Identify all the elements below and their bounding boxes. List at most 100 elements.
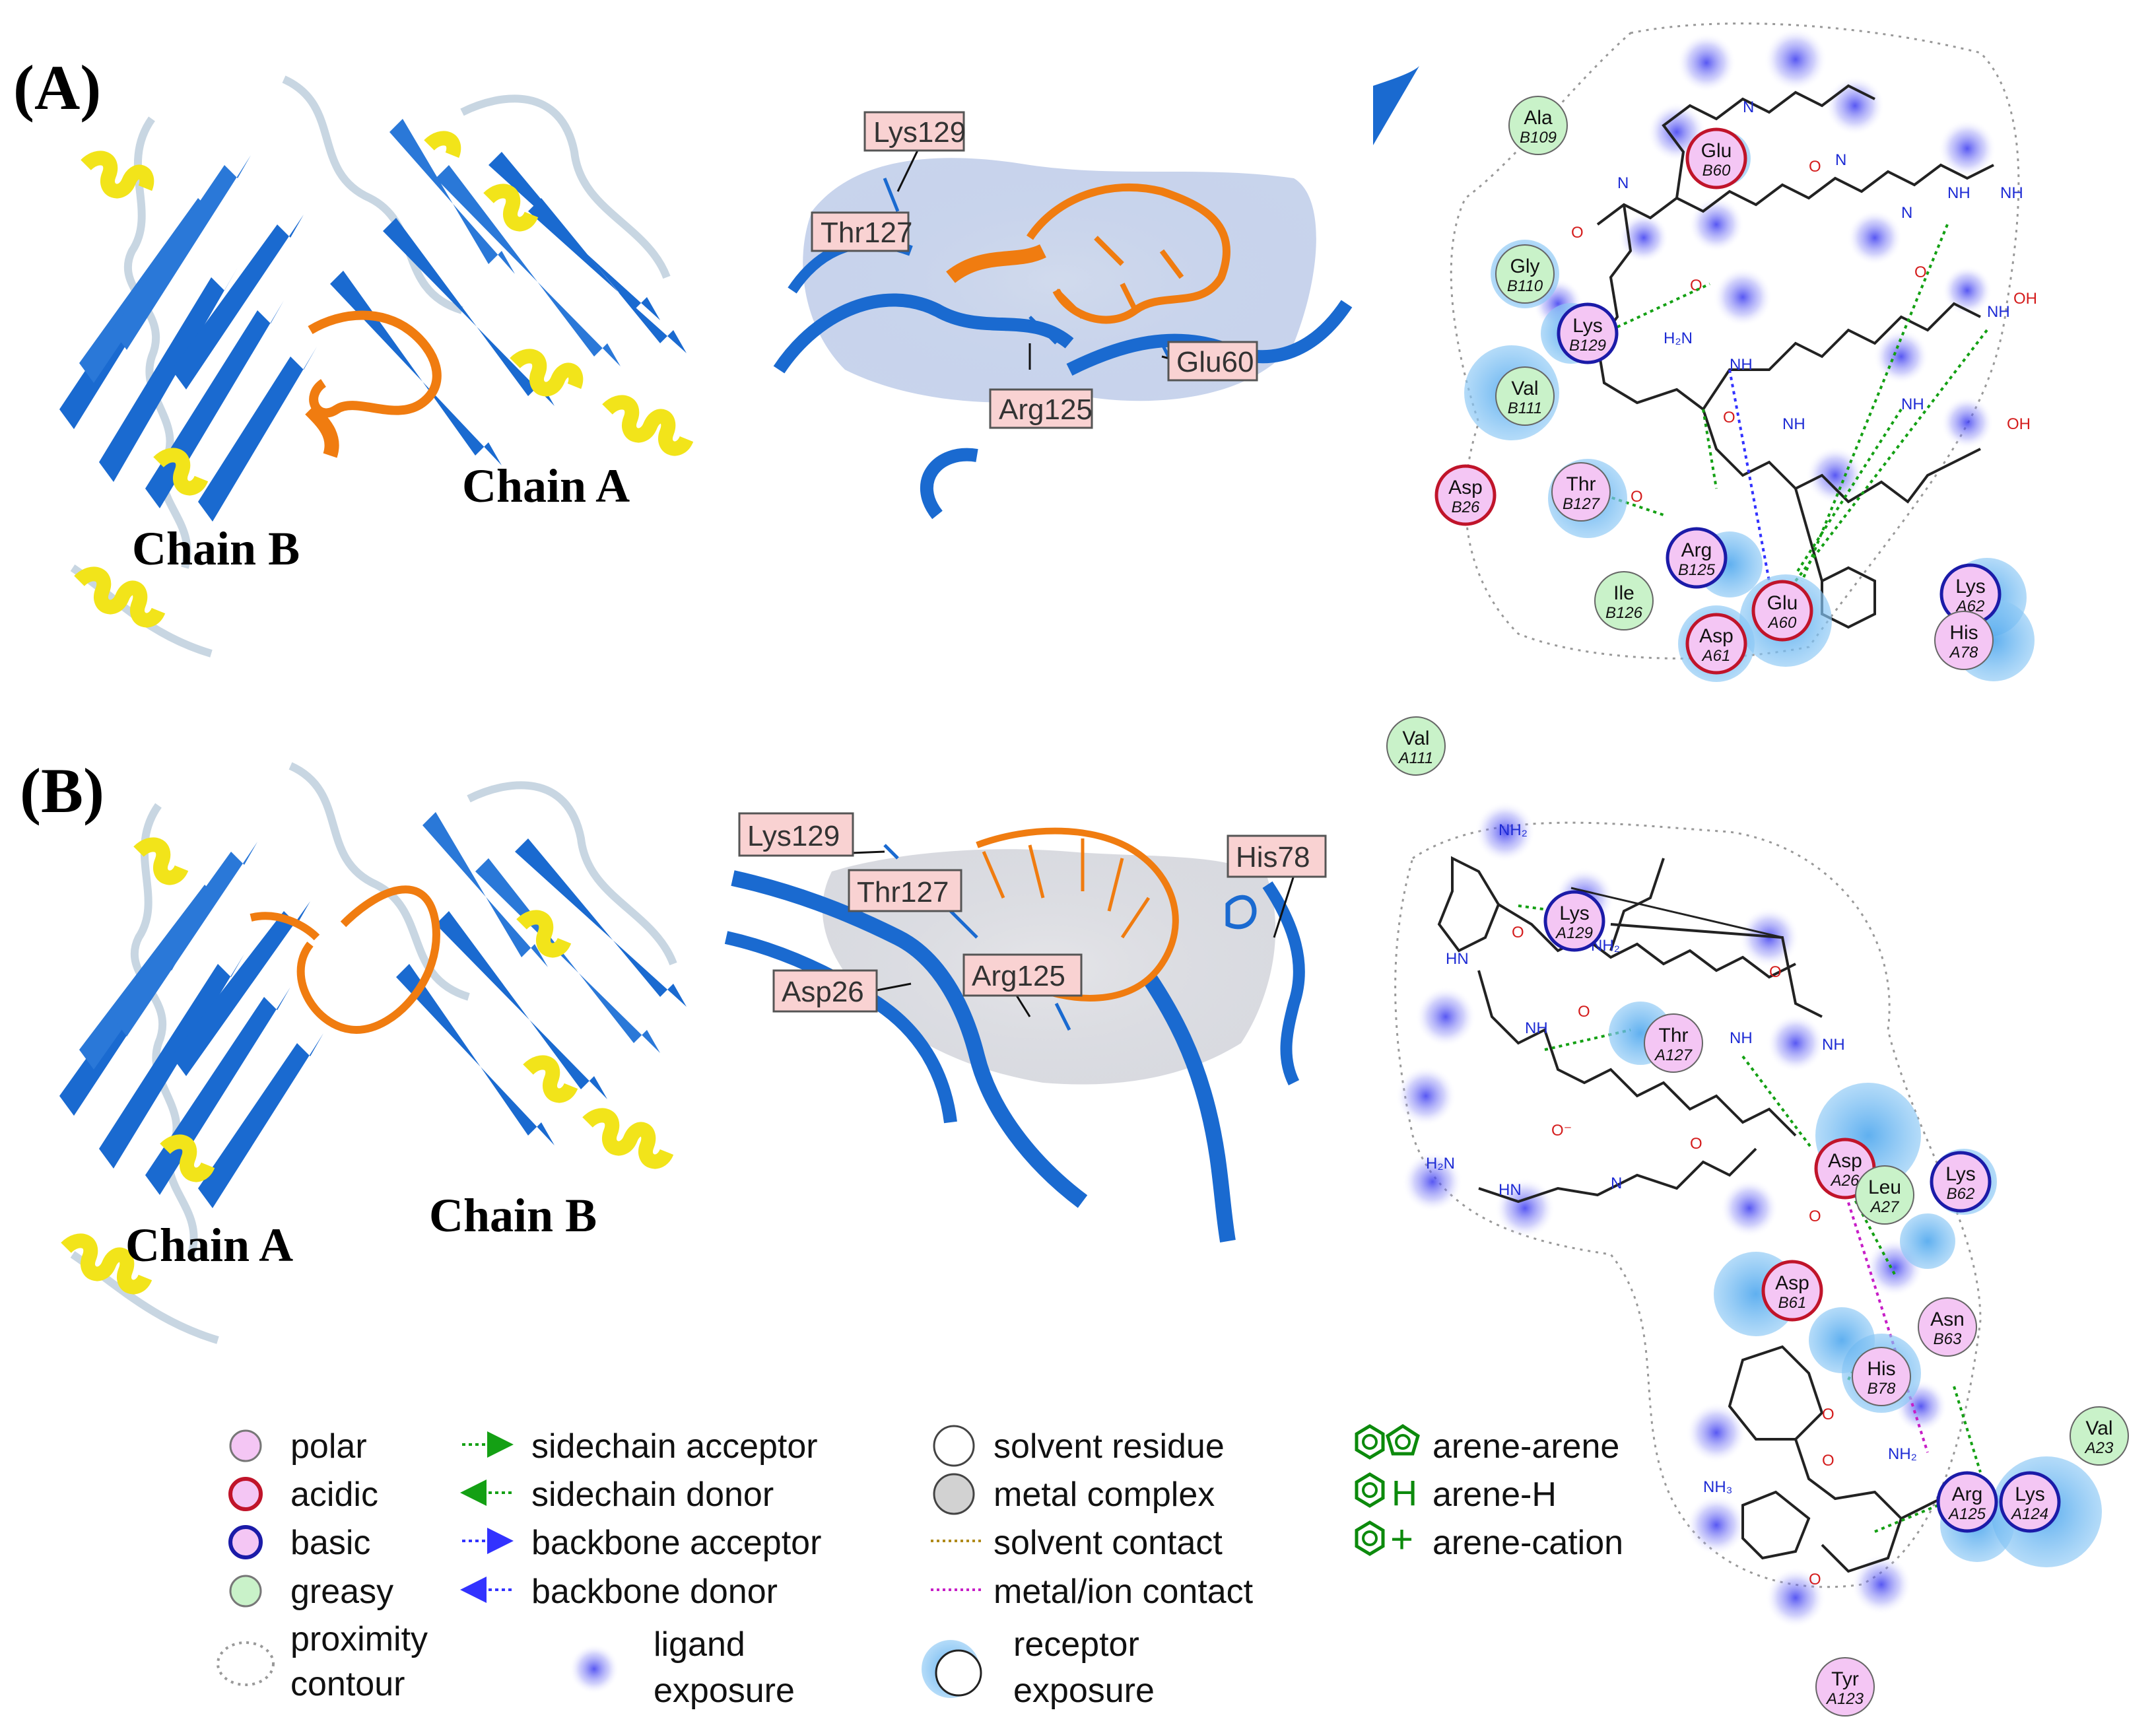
- residue-code: Asp: [1828, 1150, 1862, 1172]
- residue-circle: [1685, 127, 1747, 189]
- protein-cartoon-b: [59, 762, 687, 1344]
- residue-code: His: [1949, 622, 1978, 644]
- residue-circle: [1666, 527, 1728, 589]
- legend-item-sidechain-acceptor: sidechain acceptor: [462, 1427, 818, 1466]
- residue-code: Lys: [1955, 576, 1986, 597]
- residue-circle: [1685, 613, 1747, 675]
- residue-code: Asp: [1775, 1272, 1809, 1294]
- residue-circle: [1551, 462, 1611, 522]
- legend-item-arene-h: H arene-H: [1355, 1472, 1557, 1514]
- residue-id: B127: [1563, 495, 1601, 513]
- legend: polar acidic basic greasy proximity cont…: [217, 1424, 1623, 1710]
- svg-text:O: O: [1631, 488, 1643, 506]
- svg-text:Arg125: Arg125: [999, 393, 1093, 426]
- svg-text:His78: His78: [1236, 841, 1310, 873]
- residue-id: B63: [1934, 1330, 1962, 1348]
- residue-id: A123: [1825, 1690, 1864, 1708]
- legend-item-metal-complex: metal complex: [933, 1473, 1215, 1515]
- callout-arg125-a: Arg125: [989, 343, 1093, 429]
- residue-id: B78: [1868, 1380, 1896, 1398]
- svg-text:O: O: [1914, 263, 1927, 281]
- svg-text:H₂N: H₂N: [1664, 329, 1693, 347]
- svg-text:solvent contact: solvent contact: [994, 1524, 1223, 1562]
- residue-code: Val: [2085, 1417, 2112, 1439]
- svg-text:N: N: [1835, 151, 1846, 169]
- svg-text:exposure: exposure: [1013, 1672, 1155, 1710]
- chain-label-right-b: Chain B: [429, 1189, 597, 1242]
- residue-id: B110: [1507, 277, 1543, 295]
- residue-code: Glu: [1701, 140, 1732, 162]
- svg-text:metal complex: metal complex: [994, 1476, 1215, 1514]
- callout-asp26-b: Asp26: [772, 969, 912, 1013]
- residue-circle: [1934, 611, 1994, 670]
- residue-id: B62: [1947, 1185, 1975, 1203]
- residue-id: A124: [2010, 1505, 2048, 1523]
- svg-text:greasy: greasy: [290, 1573, 393, 1611]
- residue-code: Arg: [1681, 539, 1712, 561]
- legend-item-solvent-contact: solvent contact: [931, 1524, 1223, 1562]
- svg-text:O⁻: O⁻: [1551, 1122, 1572, 1140]
- residue-id: A78: [1949, 644, 1978, 662]
- svg-text:HN: HN: [1499, 1181, 1522, 1199]
- residue-code: Lys: [1945, 1163, 1976, 1185]
- residue-code: Thr: [1566, 473, 1596, 495]
- legend-item-acidic: acidic: [228, 1476, 378, 1514]
- svg-text:HN: HN: [1446, 950, 1469, 968]
- callout-his78-b: His78: [1227, 834, 1327, 938]
- svg-text:NH: NH: [2000, 184, 2023, 202]
- svg-text:OH: OH: [2007, 415, 2031, 433]
- svg-text:O: O: [1769, 963, 1782, 981]
- legend-item-arene-arene: arene-arene: [1355, 1424, 1619, 1466]
- svg-text:metal/ion contact: metal/ion contact: [994, 1573, 1254, 1611]
- residue-code: Thr: [1659, 1025, 1689, 1046]
- residue-id: A60: [1767, 614, 1797, 632]
- residue-id: B26: [1452, 498, 1480, 516]
- residue-id: A27: [1870, 1198, 1900, 1216]
- residue-code: Asp: [1448, 477, 1483, 498]
- svg-text:O: O: [1809, 1208, 1821, 1225]
- svg-text:Arg125: Arg125: [972, 960, 1065, 992]
- svg-text:H₂N: H₂N: [1426, 1155, 1455, 1173]
- svg-text:sidechain donor: sidechain donor: [531, 1476, 774, 1514]
- residue-id: A125: [1947, 1505, 1986, 1523]
- svg-text:N: N: [1617, 174, 1629, 192]
- svg-text:exposure: exposure: [654, 1672, 795, 1710]
- svg-text:NH₂: NH₂: [1888, 1445, 1917, 1463]
- svg-text:NH: NH: [1822, 1036, 1845, 1054]
- chain-label-right-a: Chain A: [462, 459, 630, 512]
- legend-item-metal-ion-contact: metal/ion contact: [931, 1573, 1254, 1611]
- residue-circle: [1936, 1471, 1998, 1533]
- legend-item-solvent-residue: solvent residue: [933, 1425, 1225, 1467]
- chain-label-left-a: Chain B: [132, 522, 300, 575]
- residue-code: Leu: [1868, 1176, 1901, 1198]
- svg-text:backbone acceptor: backbone acceptor: [531, 1524, 821, 1562]
- svg-text:NH: NH: [1782, 415, 1805, 433]
- svg-text:backbone donor: backbone donor: [531, 1573, 778, 1611]
- legend-item-ligand-exposure: ligand exposure: [569, 1625, 795, 1710]
- svg-text:O: O: [1809, 1571, 1821, 1588]
- svg-text:OH: OH: [2013, 290, 2037, 308]
- residue-circle: [1644, 1013, 1703, 1073]
- residue-id: B111: [1508, 399, 1543, 417]
- svg-text:NH: NH: [1730, 356, 1753, 374]
- svg-text:contour: contour: [290, 1665, 405, 1703]
- svg-text:NH: NH: [1730, 1029, 1753, 1047]
- svg-text:sidechain acceptor: sidechain acceptor: [531, 1427, 818, 1466]
- residue-id: A26: [1830, 1172, 1860, 1190]
- svg-text:arene-H: arene-H: [1432, 1476, 1557, 1514]
- callout-thr127-a: Thr127: [811, 211, 912, 252]
- residue-circle: [1930, 1151, 1992, 1213]
